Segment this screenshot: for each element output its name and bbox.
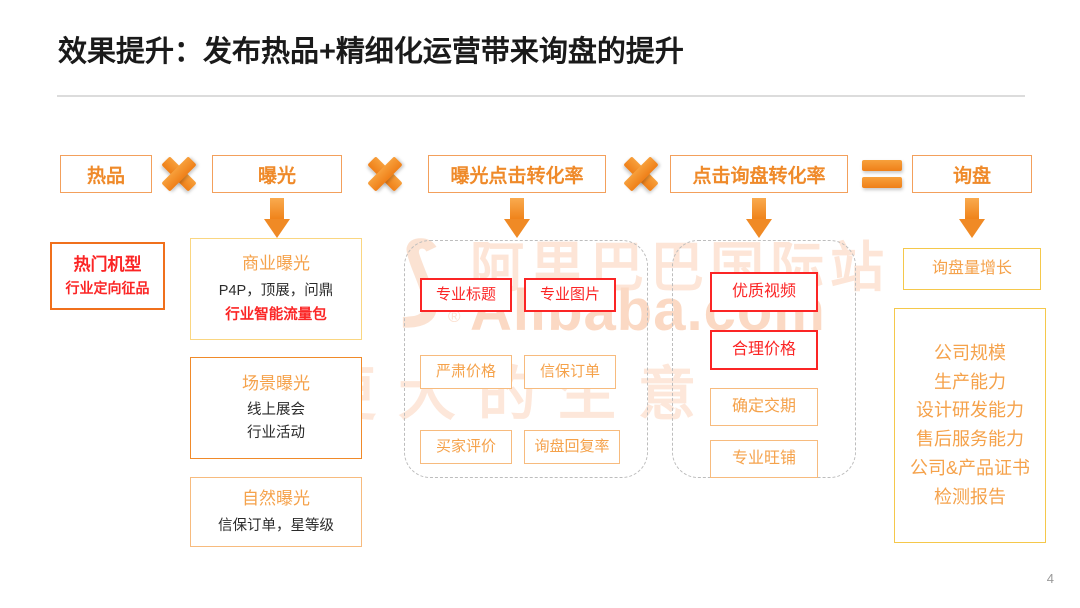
tag-professional-image-label: 专业图片 [539, 286, 600, 304]
card-commercial-exposure-line-2: 行业智能流量包 [225, 306, 327, 323]
tag-professional-title[interactable]: 专业标题 [420, 278, 512, 312]
page-title: 效果提升：发布热品+精细化运营带来询盘的提升 [58, 36, 684, 68]
card-natural-exposure[interactable]: 自然曝光 信保订单，星等级 [190, 477, 362, 547]
inquiry-item-certificates: 公司&产品证书 [909, 457, 1030, 478]
multiply-icon-3 [622, 155, 660, 193]
formula-term-exposure[interactable]: 曝光 [212, 155, 342, 193]
tag-inquiry-reply-rate-label: 询盘回复率 [534, 438, 610, 456]
tag-professional-title-label: 专业标题 [435, 286, 496, 304]
tag-quality-video-label: 优质视频 [731, 283, 796, 301]
card-scene-exposure-heading: 场景曝光 [242, 373, 310, 393]
tag-inquiry-reply-rate[interactable]: 询盘回复率 [524, 430, 620, 464]
inquiry-item-rnd-capacity: 设计研发能力 [916, 400, 1024, 421]
card-scene-exposure-line-2: 行业活动 [247, 425, 305, 442]
formula-term-inquiry[interactable]: 询盘 [912, 155, 1032, 193]
inquiry-item-test-report: 检测报告 [934, 486, 1006, 507]
down-arrow-icon-exposure-click [504, 198, 530, 238]
inquiry-item-after-sales: 售后服务能力 [916, 429, 1024, 449]
tag-professional-image[interactable]: 专业图片 [524, 278, 616, 312]
tag-trade-assurance-order[interactable]: 信保订单 [524, 355, 616, 389]
tag-strict-price[interactable]: 严肃价格 [420, 355, 512, 389]
card-commercial-exposure-heading: 商业曝光 [242, 254, 310, 274]
card-scene-exposure[interactable]: 场景曝光 线上展会 行业活动 [190, 357, 362, 459]
formula-term-click-inquiry-rate[interactable]: 点击询盘转化率 [670, 155, 848, 193]
tag-strict-price-label: 严肃价格 [435, 363, 496, 381]
equals-icon [862, 158, 902, 190]
tag-professional-shop-label: 专业旺铺 [731, 450, 796, 468]
down-arrow-icon-click-inquiry [746, 198, 772, 238]
page-number: 4 [1046, 571, 1054, 586]
inquiry-item-production-capacity: 生产能力 [934, 371, 1006, 392]
down-arrow-icon-inquiry [959, 198, 985, 238]
multiply-icon-1 [160, 155, 198, 193]
card-inquiry-growth-label: 询盘量增长 [931, 260, 1012, 278]
card-scene-exposure-line-1: 线上展会 [247, 402, 305, 419]
card-inquiry-growth[interactable]: 询盘量增长 [903, 248, 1041, 290]
formula-term-hot-product[interactable]: 热品 [60, 155, 152, 193]
multiply-icon-2 [366, 155, 404, 193]
tag-reasonable-price-label: 合理价格 [731, 341, 796, 359]
inquiry-item-company-scale: 公司规模 [934, 342, 1006, 363]
tag-confirmed-delivery[interactable]: 确定交期 [710, 388, 818, 426]
card-commercial-exposure-line-1: P4P，顶展，问鼎 [218, 282, 334, 299]
tag-reasonable-price[interactable]: 合理价格 [710, 330, 818, 370]
tag-confirmed-delivery-label: 确定交期 [731, 398, 796, 416]
title-divider [57, 95, 1025, 97]
tag-trade-assurance-order-label: 信保订单 [539, 363, 600, 381]
tag-buyer-review[interactable]: 买家评价 [420, 430, 512, 464]
card-hot-model-heading: 热门机型 [73, 255, 142, 275]
group-exposure-click-rate [404, 240, 648, 478]
card-commercial-exposure[interactable]: 商业曝光 P4P，顶展，问鼎 行业智能流量包 [190, 238, 362, 340]
card-hot-model[interactable]: 热门机型 行业定向征品 [50, 242, 165, 310]
card-inquiry-capabilities[interactable]: 公司规模 生产能力 设计研发能力 售后服务能力 公司&产品证书 检测报告 [894, 308, 1046, 543]
card-hot-model-sub: 行业定向征品 [65, 280, 150, 297]
tag-quality-video[interactable]: 优质视频 [710, 272, 818, 312]
formula-term-exposure-click-rate[interactable]: 曝光点击转化率 [428, 155, 606, 193]
card-natural-exposure-heading: 自然曝光 [242, 489, 310, 509]
card-natural-exposure-line-1: 信保订单，星等级 [218, 517, 334, 534]
tag-professional-shop[interactable]: 专业旺铺 [710, 440, 818, 478]
down-arrow-icon-exposure [264, 198, 290, 238]
tag-buyer-review-label: 买家评价 [435, 438, 496, 456]
